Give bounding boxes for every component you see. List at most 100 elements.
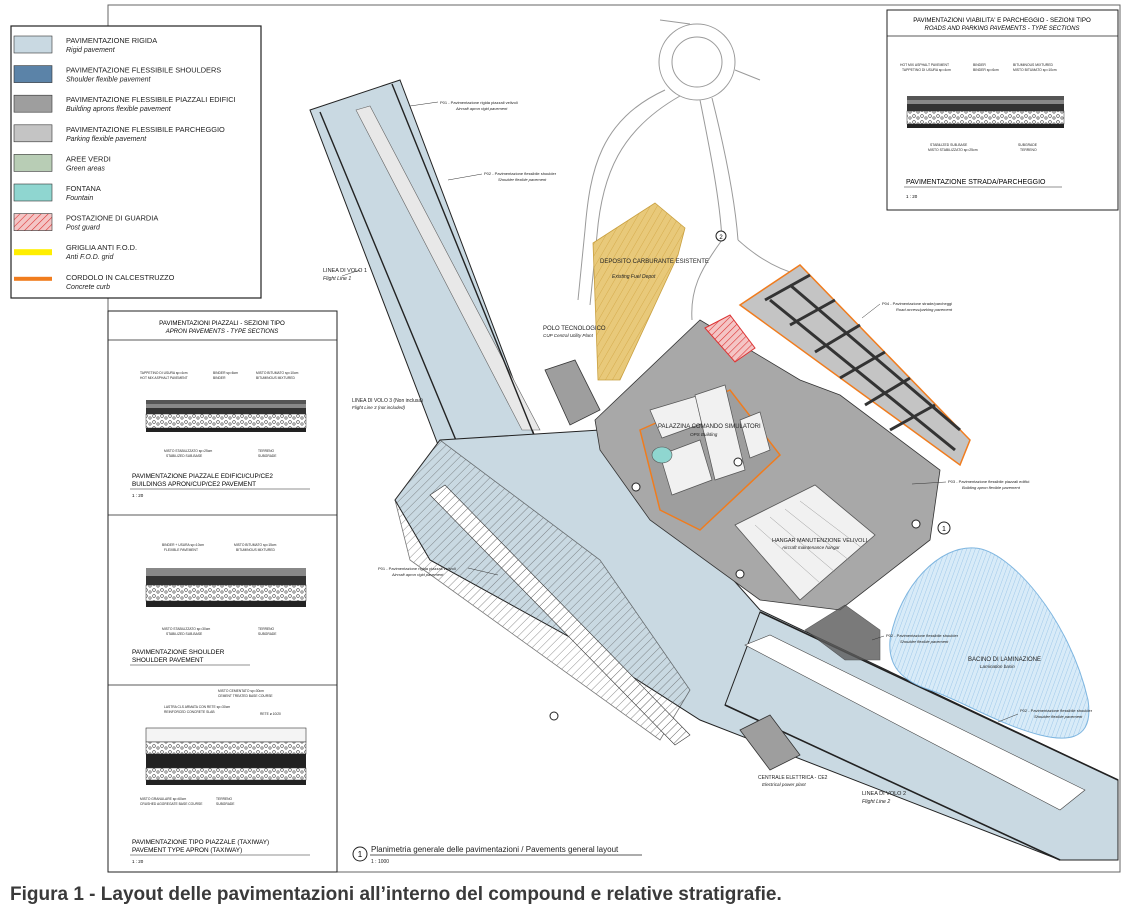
apron-title-it: PAVIMENTAZIONI PIAZZALI - SEZIONI TIPO (159, 320, 285, 327)
roads-title-en: ROADS AND PARKING PAVEMENTS - TYPE SECTI… (925, 26, 1080, 32)
apron-s3-label-9: SUBGRADE (216, 802, 235, 806)
p01-label-a-en: Aircraft apron rigid pavement (455, 106, 508, 111)
legend-swatch (13, 154, 53, 172)
legend-label-en: Fountain (66, 195, 93, 202)
apron-s2-label-2: FLEXIBLE PAVEMENT (164, 548, 198, 552)
apron-s1-label-3: BINDER sp=6cm (213, 371, 238, 375)
apron-s1-label-1: TAPPETINO DI USURA sp=4cm (140, 371, 188, 375)
apron-s2-label-4: BITUMINOUS MIXTURED (236, 548, 275, 552)
legend-label-en: Concrete curb (66, 284, 110, 291)
p01-label-b-en: Aircraft apron rigid pavement (391, 572, 444, 577)
parking-rows (764, 273, 961, 452)
apron-s1-label-5: MISTO BITUMATO sp=10cm (256, 371, 299, 375)
roads-section-title: PAVIMENTAZIONE STRADA/PARCHEGGIO (906, 179, 1046, 186)
roads-label-7: STABILIZED SUB-BASE (930, 143, 968, 147)
p03-label-en: Building apron flexible pavement (962, 485, 1021, 490)
power-plant (739, 714, 801, 771)
p02-label-b: P02 - Pavimentazione flessibile shoulder (886, 633, 959, 638)
legend-swatch (13, 35, 53, 54)
marker-1-label: 1 (942, 526, 946, 533)
plan-scale: 1 : 1000 (371, 859, 389, 865)
apron-s2-label-8: SUBGRADE (258, 632, 277, 636)
legend-label: PAVIMENTAZIONE FLESSIBILE SHOULDERS (66, 66, 221, 75)
apron-s3-label-3: LASTRA CLS ARMATA CON RETE sp=30cm (164, 705, 230, 709)
roads-label-1: HOT MIX ASPHALT PAVEMENT (900, 63, 949, 67)
p02-label-c: P02 - Pavimentazione flessibile shoulder (1020, 708, 1093, 713)
roads-label-10: TERRENO (1020, 148, 1037, 152)
roads-label-8: MISTO STABILIZZATO sp=25cm (928, 148, 978, 152)
shoulder-patch (804, 604, 881, 661)
apron-s1-label-7: MISTO STABILIZZATO sp=25cm (164, 449, 212, 453)
leader-lines (341, 101, 1019, 723)
cup-label-en: CUP Central Utility Plant (543, 333, 594, 338)
legend-label: AREE VERDI (66, 154, 111, 163)
apron-s1-label-6: BITUMINOUS MIXTURED (256, 376, 295, 380)
flight-line-3-label-en: Flight Line 3 (not included) (352, 405, 406, 410)
legend-swatch (13, 183, 53, 202)
ops-label-en: OPS Building (690, 432, 718, 437)
apron-s3-label-4: REINFORCED CONCRETE SLAB (164, 710, 215, 714)
p01-label-b: P01 - Pavimentazione rigida piazzali vel… (378, 566, 456, 571)
p01-label-a: P01 - Pavimentazione rigida piazzali vel… (440, 100, 518, 105)
cup-building (544, 359, 601, 426)
power-plant-label-en: Electrical power plant (762, 782, 806, 787)
legend-label: PAVIMENTAZIONE FLESSIBILE PARCHEGGIO (66, 125, 225, 134)
fuel-depot-label-en: Existing Fuel Depot (612, 274, 656, 280)
guard-post (704, 314, 756, 363)
hangar-label-en: Aircraft maintenance hangar (781, 545, 840, 550)
legend-label: PAVIMENTAZIONE RIGIDA (66, 36, 157, 45)
legend-swatch (13, 124, 53, 143)
apron-s1-stack (145, 400, 307, 432)
fountain (651, 446, 673, 464)
legend-label-en: Building aprons flexible pavement (66, 106, 172, 113)
p04-label: P04 - Pavimentazione strade/parcheggi (882, 301, 952, 306)
roads-section-scale: 1 : 20 (906, 194, 918, 199)
basin-label-en: Lamination basin (980, 664, 1015, 669)
apron-s3-label-8: TERRENO (216, 797, 233, 801)
p02-label-b-en: Shoulder flexible pavement (900, 639, 949, 644)
legend-swatch (13, 94, 53, 113)
legend-label: FONTANA (66, 184, 101, 193)
legend-label-en: Rigid pavement (66, 47, 116, 54)
legend-label: PAVIMENTAZIONE FLESSIBILE PIAZZALI EDIFI… (66, 95, 236, 104)
roads-label-2: TAPPETINO DI USURA sp=4cm (902, 68, 951, 72)
legend-box: PAVIMENTAZIONE RIGIDA Rigid pavementPAVIM… (10, 25, 262, 299)
apron-s2-stack (145, 568, 307, 607)
legend-label-en: Post guard (66, 225, 101, 232)
legend-swatch (13, 65, 53, 83)
apron-s3-label-7: CRUSHED AGGREGATE BASE COURSE (140, 802, 203, 806)
apron-s2-label-1: BINDER + USURA sp=10cm (162, 543, 204, 547)
hangar-label: HANGAR MANUTENZIONE VELIVOLI (772, 538, 868, 544)
apron-s2-label-5: MISTO STABILIZZATO sp=30cm (162, 627, 210, 631)
apron-s3-label-2: CEMENT TREATED BASE COURSE (218, 694, 273, 698)
apron-s1-title1: PAVIMENTAZIONE PIAZZALE EDIFICI/CUP/CE2 (132, 473, 273, 480)
apron-s1-label-4: BINDER (213, 376, 226, 380)
apron-s2-label-6: STABILIZED SUB-BASE (166, 632, 203, 636)
flight-line-1-label: LINEA DI VOLO 1 (323, 268, 367, 274)
plan-number: 1 (358, 850, 363, 859)
apron-s3-label-5: RETE ø 10/20 (260, 712, 281, 716)
flight-line-1-center (355, 105, 541, 431)
legend-label-en: Shoulder flexible pavement (66, 77, 151, 84)
apron-s3-label-6: MISTO GRANULARE sp=60cm (140, 797, 186, 801)
power-plant-label: CENTRALE ELETTRICA - CE2 (758, 775, 828, 781)
apron-s1-label-10: SUBGRADE (258, 454, 277, 458)
legend-label-en: Parking flexible pavement (66, 136, 147, 143)
apron-s1-title2: BUILDINGS APRON/CUP/CE2 PAVEMENT (132, 481, 256, 488)
flight-line-3-label: LINEA DI VOLO 3 (Non inclusa) (352, 398, 423, 404)
map-markers (549, 230, 951, 721)
ops-building (649, 384, 771, 496)
basin-label: BACINO DI LAMINAZIONE (968, 657, 1041, 663)
apron-s2-title1: PAVIMENTAZIONE SHOULDER (132, 649, 225, 656)
roads-label-9: SUBGRADE (1018, 143, 1038, 147)
flight-line-1-label-en: Flight Line 1 (323, 276, 351, 282)
plan-number-circle (352, 846, 368, 862)
apron-s1-label-9: TERRENO (258, 449, 275, 453)
apron-s3-label-1: MISTO CEMENTATO sp=30cm (218, 689, 264, 693)
flight-line-2-label-en: Flight Line 2 (862, 799, 890, 805)
roads-sections-box: PAVIMENTAZIONI VIABILITA' E PARCHEGGIO -… (886, 9, 1119, 211)
legend-swatch (14, 249, 52, 256)
apron-s2-label-3: MISTO BITUMATO sp=15cm (234, 543, 277, 547)
legend-label: CORDOLO IN CALCESTRUZZO (66, 273, 175, 282)
fuel-depot-area (592, 202, 686, 381)
